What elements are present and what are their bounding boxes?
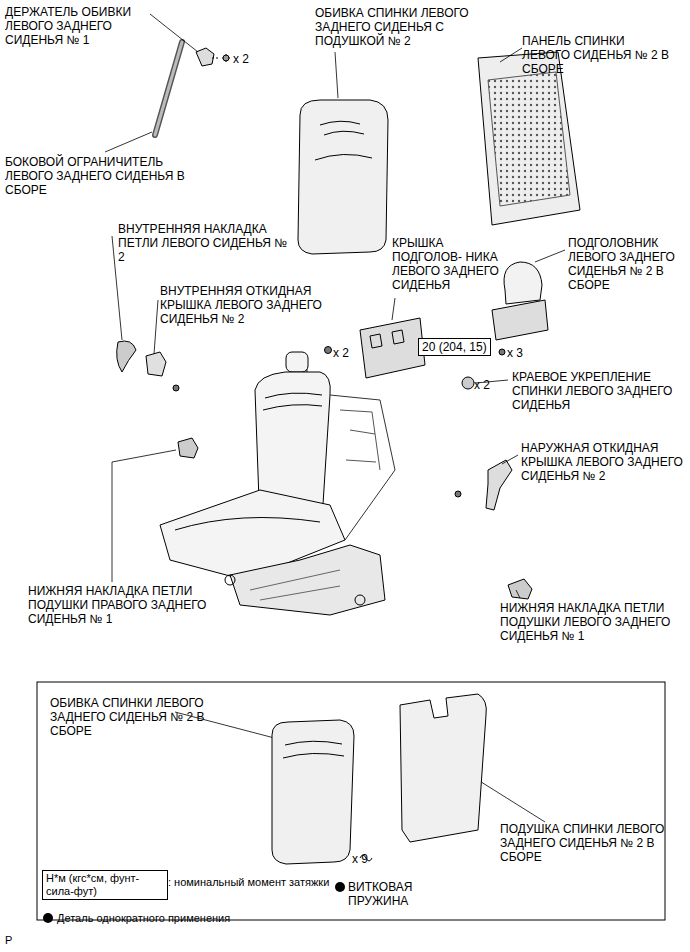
legend-text: : номинальный момент затяжки [168, 876, 329, 889]
part-label: ОБИВКА СПИНКИ ЛЕВОГО ЗАДНЕГО СИДЕНЬЯ С П… [315, 6, 495, 48]
quantity-label: x 2 [233, 52, 249, 66]
quantity-label: x 2 [474, 378, 490, 392]
part-label: ПОДУШКА СПИНКИ ЛЕВОГО ЗАДНЕГО СИДЕНЬЯ № … [500, 822, 675, 864]
part-label: НИЖНЯЯ НАКЛАДКА ПЕТЛИ ПОДУШКИ ЛЕВОГО ЗАД… [500, 601, 685, 643]
quantity-label: x 2 [333, 346, 349, 360]
part-label: ВНУТРЕННЯЯ ОТКИДНАЯ КРЫШКА ЛЕВОГО ЗАДНЕГ… [160, 284, 350, 326]
part-label: НАРУЖНАЯ ОТКИДНАЯ КРЫШКА ЛЕВОГО ЗАДНЕГО … [521, 441, 686, 483]
part-label: ОБИВКА СПИНКИ ЛЕВОГО ЗАДНЕГО СИДЕНЬЯ № 2… [50, 696, 225, 738]
legend-unit-box: Н*м (кгс*см, фунт-сила-фут) [42, 870, 168, 900]
part-label: КРАЕВОЕ УКРЕПЛЕНИЕ СПИНКИ ЛЕВОГО ЗАДНЕГО… [512, 370, 682, 412]
part-label: ВИТКОВАЯ ПРУЖИНА [348, 880, 438, 908]
page-mark: P [5, 934, 12, 947]
quantity-label: x 3 [507, 346, 523, 360]
legend-text: Деталь однократного применения [57, 912, 230, 925]
part-label: ПОДГОЛОВНИК ЛЕВОГО ЗАДНЕГО СИДЕНЬЯ № 2 В… [568, 236, 683, 292]
part-label: ДЕРЖАТЕЛЬ ОБИВКИ ЛЕВОГО ЗАДНЕГО СИДЕНЬЯ … [5, 5, 145, 47]
part-label: БОКОВОЙ ОГРАНИЧИТЕЛЬ ЛЕВОГО ЗАДНЕГО СИДЕ… [5, 155, 195, 197]
torque-value: 20 (204, 15) [418, 338, 491, 356]
quantity-label: x 9 [352, 852, 368, 866]
part-label: ПАНЕЛЬ СПИНКИ ЛЕВОГО СИДЕНЬЯ № 2 В СБОРЕ [522, 34, 672, 76]
part-label: НИЖНЯЯ НАКЛАДКА ПЕТЛИ ПОДУШКИ ПРАВОГО ЗА… [28, 584, 228, 626]
part-label: КРЫШКА ПОДГОЛОВ- НИКА ЛЕВОГО ЗАДНЕГО СИД… [392, 236, 502, 292]
part-label: ВНУТРЕННЯЯ НАКЛАДКА ПЕТЛИ ЛЕВОГО СИДЕНЬЯ… [118, 222, 288, 264]
